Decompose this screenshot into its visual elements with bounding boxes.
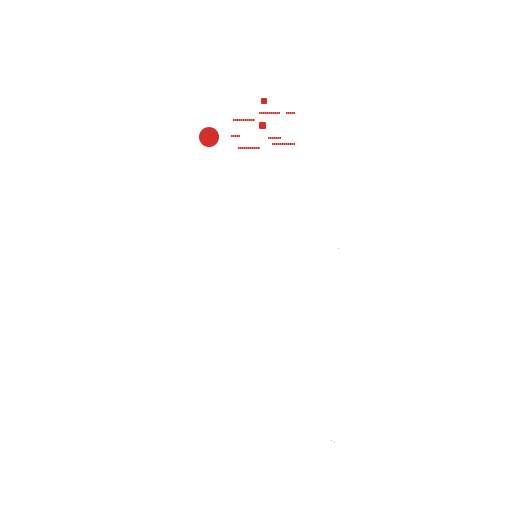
speck (334, 442, 335, 443)
label-stroke (272, 143, 295, 145)
square-marker-icon[interactable] (261, 98, 267, 104)
square-marker-icon[interactable] (259, 122, 266, 129)
label-stroke (268, 137, 281, 139)
label-stroke (286, 112, 295, 114)
label-stroke (233, 119, 255, 121)
circle-marker-icon[interactable] (199, 127, 219, 147)
speck (338, 248, 339, 249)
label-stroke (231, 135, 240, 137)
label-stroke (259, 112, 280, 114)
label-stroke (238, 147, 260, 149)
speck (331, 440, 332, 441)
